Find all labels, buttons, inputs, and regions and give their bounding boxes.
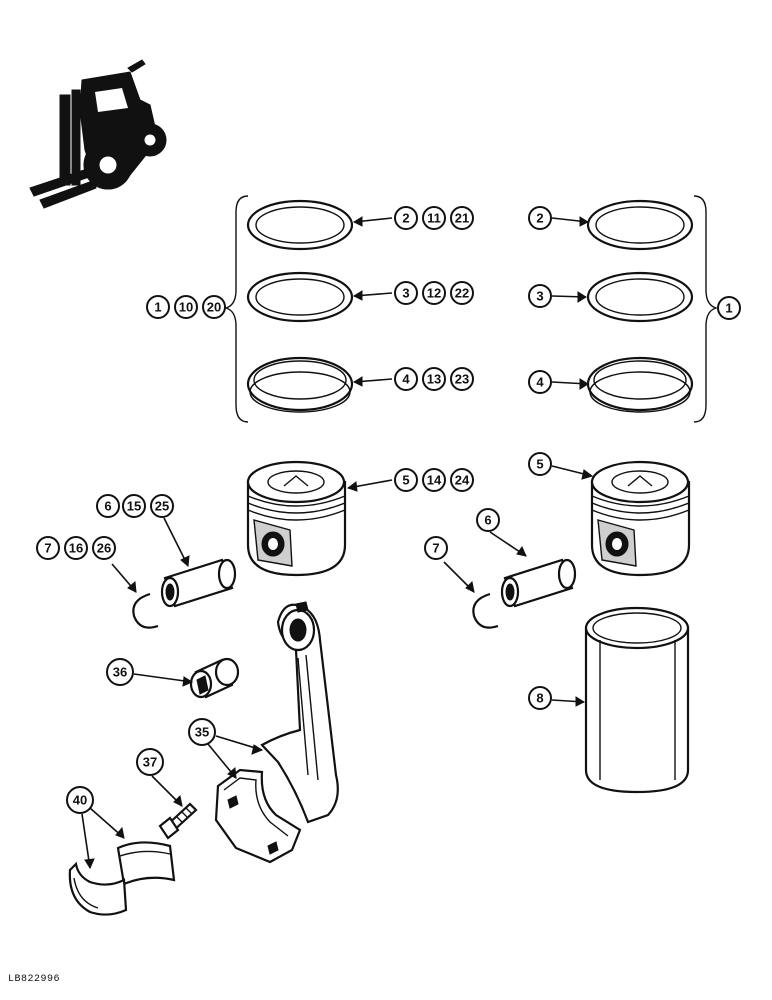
piston-right <box>590 460 691 577</box>
callout-number: 8 <box>536 691 543 706</box>
callout-ring-middle-right: 3 <box>528 284 552 308</box>
callout-number: 7 <box>432 541 439 556</box>
callout-ring-top-left: 2 11 21 <box>394 206 474 230</box>
callout-number: 1 <box>725 301 732 316</box>
figure-reference-code: LB822996 <box>8 974 61 985</box>
callout-bolt: 37 <box>136 748 164 776</box>
right-brace <box>693 195 719 423</box>
callout-number: 5 <box>402 473 409 488</box>
piston-ring-bottom-left <box>246 356 354 413</box>
callout-number: 4 <box>536 375 544 390</box>
callout-number: 6 <box>104 499 111 514</box>
left-brace <box>223 195 249 423</box>
callout-number: 3 <box>536 289 543 304</box>
callout-number: 15 <box>127 499 141 514</box>
callout-ring-bottom-left: 4 13 23 <box>394 367 474 391</box>
callout-bushing: 36 <box>106 658 134 686</box>
callout-number: 2 <box>536 211 543 226</box>
leader-lines <box>81 216 594 870</box>
callout-number: 12 <box>427 286 441 301</box>
callout-number: 10 <box>179 300 193 315</box>
callout-pin-left: 6 15 25 <box>96 494 174 518</box>
callout-number: 13 <box>427 372 441 387</box>
cylinder-sleeve <box>584 606 690 794</box>
connecting-rod-cap <box>214 768 302 864</box>
callout-number: 25 <box>155 499 169 514</box>
callout-number: 11 <box>427 211 441 226</box>
callout-number: 23 <box>455 372 469 387</box>
callout-number: 36 <box>113 665 127 680</box>
callout-number: 26 <box>97 541 111 556</box>
piston-ring-middle-right <box>586 271 694 323</box>
callout-sleeve: 8 <box>528 686 552 710</box>
snap-ring-left <box>132 592 159 629</box>
callout-number: 14 <box>427 473 442 488</box>
forklift-icon <box>29 59 167 209</box>
piston-pin-left <box>160 558 237 608</box>
piston-pin-right <box>500 558 577 608</box>
callout-number: 4 <box>402 372 410 387</box>
callout-piston-left: 5 14 24 <box>394 468 474 492</box>
callout-piston-right: 5 <box>528 452 552 476</box>
callout-clip-right: 7 <box>424 536 448 560</box>
callout-ring-middle-left: 3 12 22 <box>394 281 474 305</box>
callout-number: 6 <box>484 513 491 528</box>
callout-number: 40 <box>73 793 87 808</box>
piston-left <box>246 460 347 577</box>
callout-ring-bottom-right: 4 <box>528 370 552 394</box>
callout-number: 3 <box>402 286 409 301</box>
callout-number: 35 <box>195 725 209 740</box>
callout-clip-left: 7 16 26 <box>36 536 116 560</box>
callout-ring-set-right: 1 <box>717 296 741 320</box>
callout-rod: 35 <box>188 718 216 746</box>
callout-number: 5 <box>536 457 543 472</box>
piston-ring-middle-left <box>246 271 354 323</box>
connecting-rod-bolt <box>158 802 198 840</box>
connecting-rod <box>260 601 339 824</box>
callout-number: 16 <box>69 541 83 556</box>
callout-bearing: 40 <box>66 786 94 814</box>
snap-ring-right <box>472 592 499 629</box>
callout-number: 2 <box>402 211 409 226</box>
callout-number: 1 <box>154 300 161 315</box>
callout-number: 22 <box>455 286 469 301</box>
callout-number: 37 <box>143 755 157 770</box>
callout-number: 24 <box>455 473 470 488</box>
rod-bearing-shells <box>68 841 176 916</box>
callout-ring-top-right: 2 <box>528 206 552 230</box>
connecting-rod-bushing <box>189 657 240 699</box>
piston-ring-top-right <box>586 199 694 251</box>
callout-number: 20 <box>207 300 221 315</box>
callout-ring-set-left: 1 10 20 <box>146 295 226 319</box>
piston-ring-top-left <box>246 199 354 251</box>
piston-ring-bottom-right <box>586 356 694 413</box>
callout-number: 7 <box>44 541 51 556</box>
callout-number: 21 <box>455 211 469 226</box>
callout-pin-right: 6 <box>476 508 500 532</box>
